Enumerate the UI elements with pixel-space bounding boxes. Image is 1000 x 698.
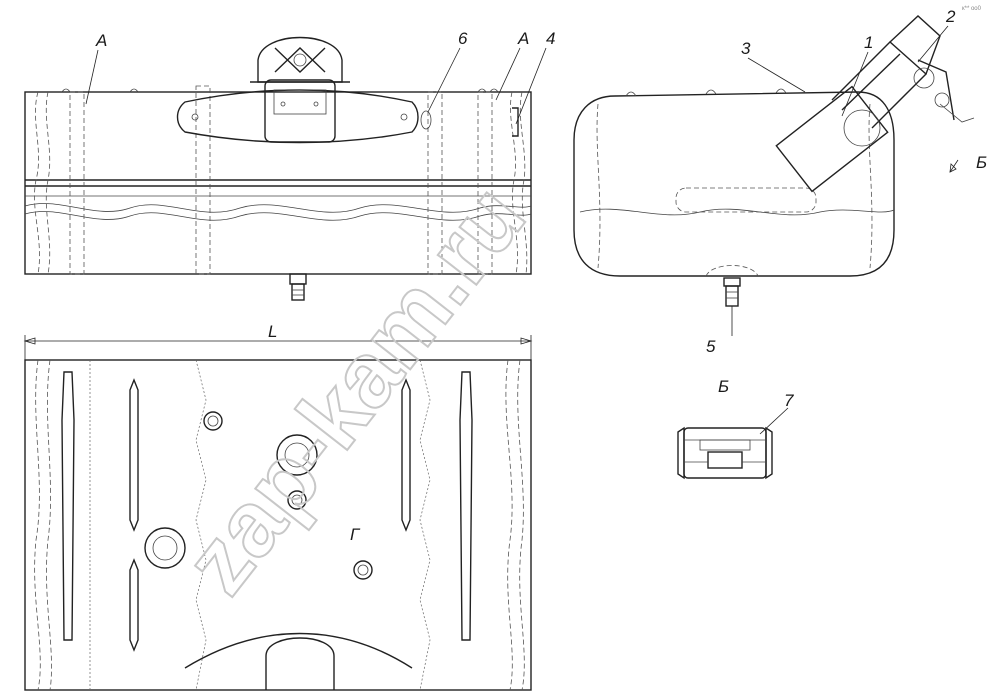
label-3: 3 — [741, 39, 751, 58]
corner-note: к** оо0 — [962, 6, 982, 12]
dimension-l-label: L — [268, 322, 277, 341]
leader-lines — [85, 25, 959, 435]
labels: А А 4 6 3 1 2 Б 5 Б 7 L Г к** оо0 — [95, 6, 987, 544]
label-g: Г — [350, 525, 361, 544]
watermark: zap-kam.ru — [165, 167, 544, 613]
view-b-detail — [677, 426, 773, 480]
label-1: 1 — [864, 33, 873, 52]
label-7: 7 — [784, 391, 794, 410]
label-a-right: А — [517, 29, 529, 48]
label-a-left: А — [95, 31, 107, 50]
plan-view — [23, 335, 533, 691]
front-view — [24, 36, 532, 301]
label-4: 4 — [546, 29, 555, 48]
label-5: 5 — [706, 337, 716, 356]
label-6: 6 — [458, 29, 468, 48]
label-b-view: Б — [718, 377, 729, 396]
label-2: 2 — [945, 7, 956, 26]
label-b-arrow: Б — [976, 153, 987, 172]
side-view — [573, 15, 975, 307]
